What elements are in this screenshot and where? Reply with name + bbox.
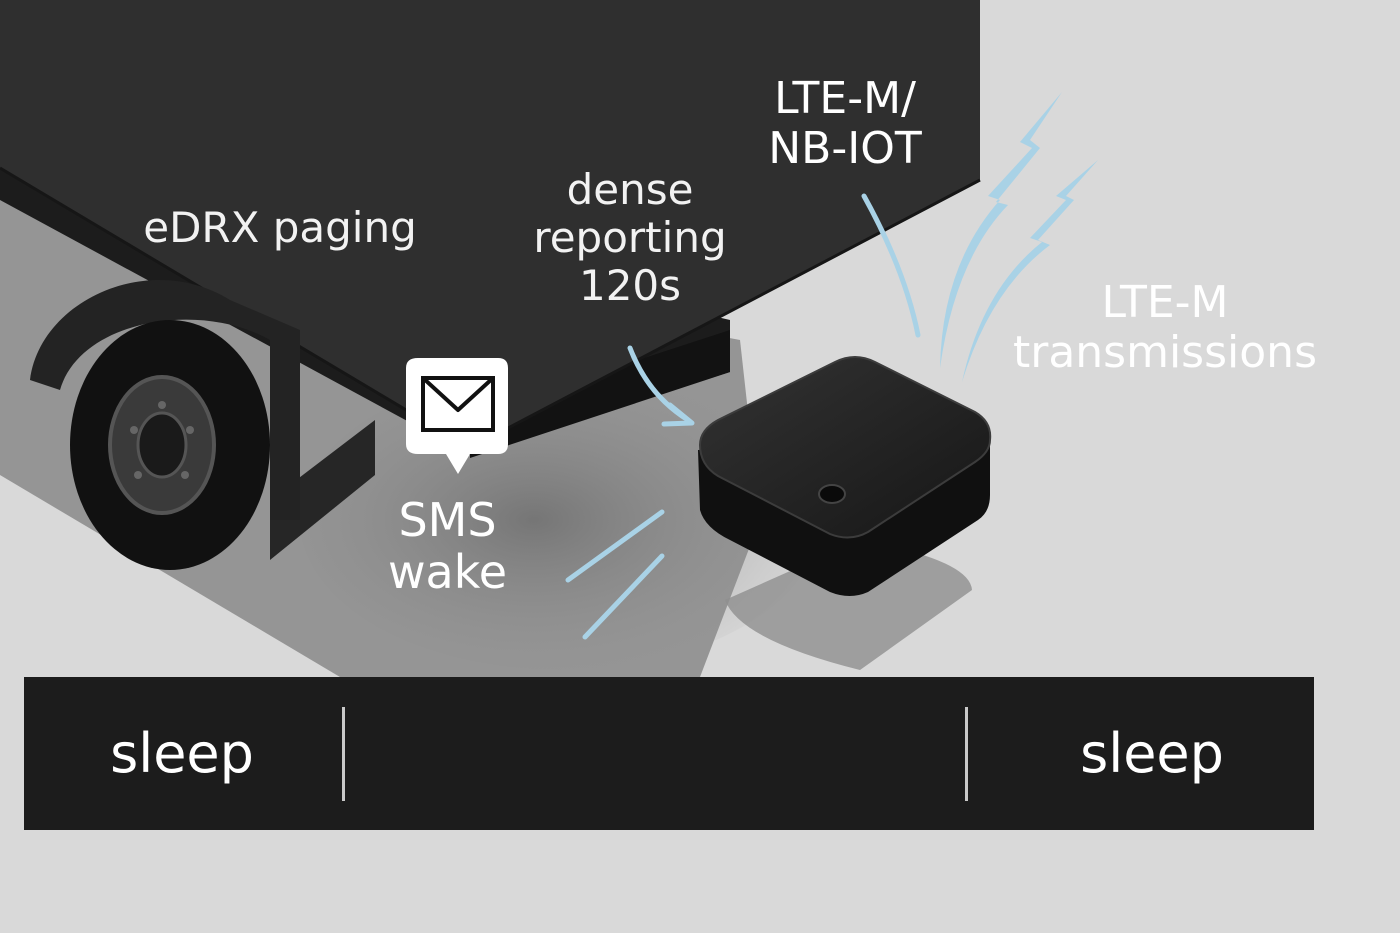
wheel-lug bbox=[130, 426, 138, 434]
truck-side-skirt bbox=[270, 420, 375, 560]
device-shadow bbox=[725, 540, 972, 670]
timeline-divider bbox=[965, 707, 968, 801]
label-sms-line-2: wake bbox=[387, 545, 508, 600]
label-sms-line-1: SMS bbox=[398, 493, 497, 547]
truck-body bbox=[0, 0, 980, 448]
wheel-arch bbox=[30, 279, 300, 520]
wheel-lug bbox=[158, 401, 166, 409]
label-lte-nb-line-1: LTE-M/ bbox=[774, 73, 916, 124]
label-lte-tx-line-2: transmissions bbox=[1012, 327, 1317, 379]
label-dense-line-3: 120s bbox=[578, 260, 682, 310]
wheel-lug bbox=[186, 426, 194, 434]
tracker-device bbox=[698, 356, 992, 596]
wheel-lug bbox=[134, 471, 142, 479]
label-dense-line-1: dense bbox=[566, 165, 694, 214]
label-edrx-paging: eDRX paging bbox=[120, 204, 440, 252]
label-lte-m-transmissions: LTE-M transmissions bbox=[990, 277, 1340, 379]
timeline-divider bbox=[342, 707, 345, 801]
timeline-sleep-label-end: sleep bbox=[1080, 722, 1224, 785]
motion-line bbox=[565, 509, 665, 583]
lte-nb-pointer-line bbox=[861, 193, 921, 338]
device-led bbox=[818, 484, 846, 504]
power-state-timeline: sleep sleep bbox=[24, 677, 1314, 830]
label-lte-nb-line-2: NB-IOT bbox=[768, 123, 922, 175]
label-dense-reporting: dense reporting 120s bbox=[505, 166, 755, 310]
wheel-hub bbox=[136, 411, 188, 479]
dense-reporting-arrowhead bbox=[661, 402, 695, 427]
label-lte-tx-line-1: LTE-M bbox=[1101, 277, 1229, 328]
label-sms-wake: SMS wake bbox=[360, 494, 535, 599]
truck-rear-underrun bbox=[470, 330, 730, 458]
motion-line bbox=[582, 553, 665, 640]
label-lte-m-nb-iot: LTE-M/ NB-IOT bbox=[720, 73, 970, 175]
wheel-lug bbox=[181, 471, 189, 479]
label-dense-line-2: reporting bbox=[533, 212, 727, 262]
label-edrx-text: eDRX paging bbox=[143, 203, 417, 252]
envelope-icon bbox=[406, 358, 508, 474]
timeline-sleep-label-start: sleep bbox=[110, 722, 254, 785]
